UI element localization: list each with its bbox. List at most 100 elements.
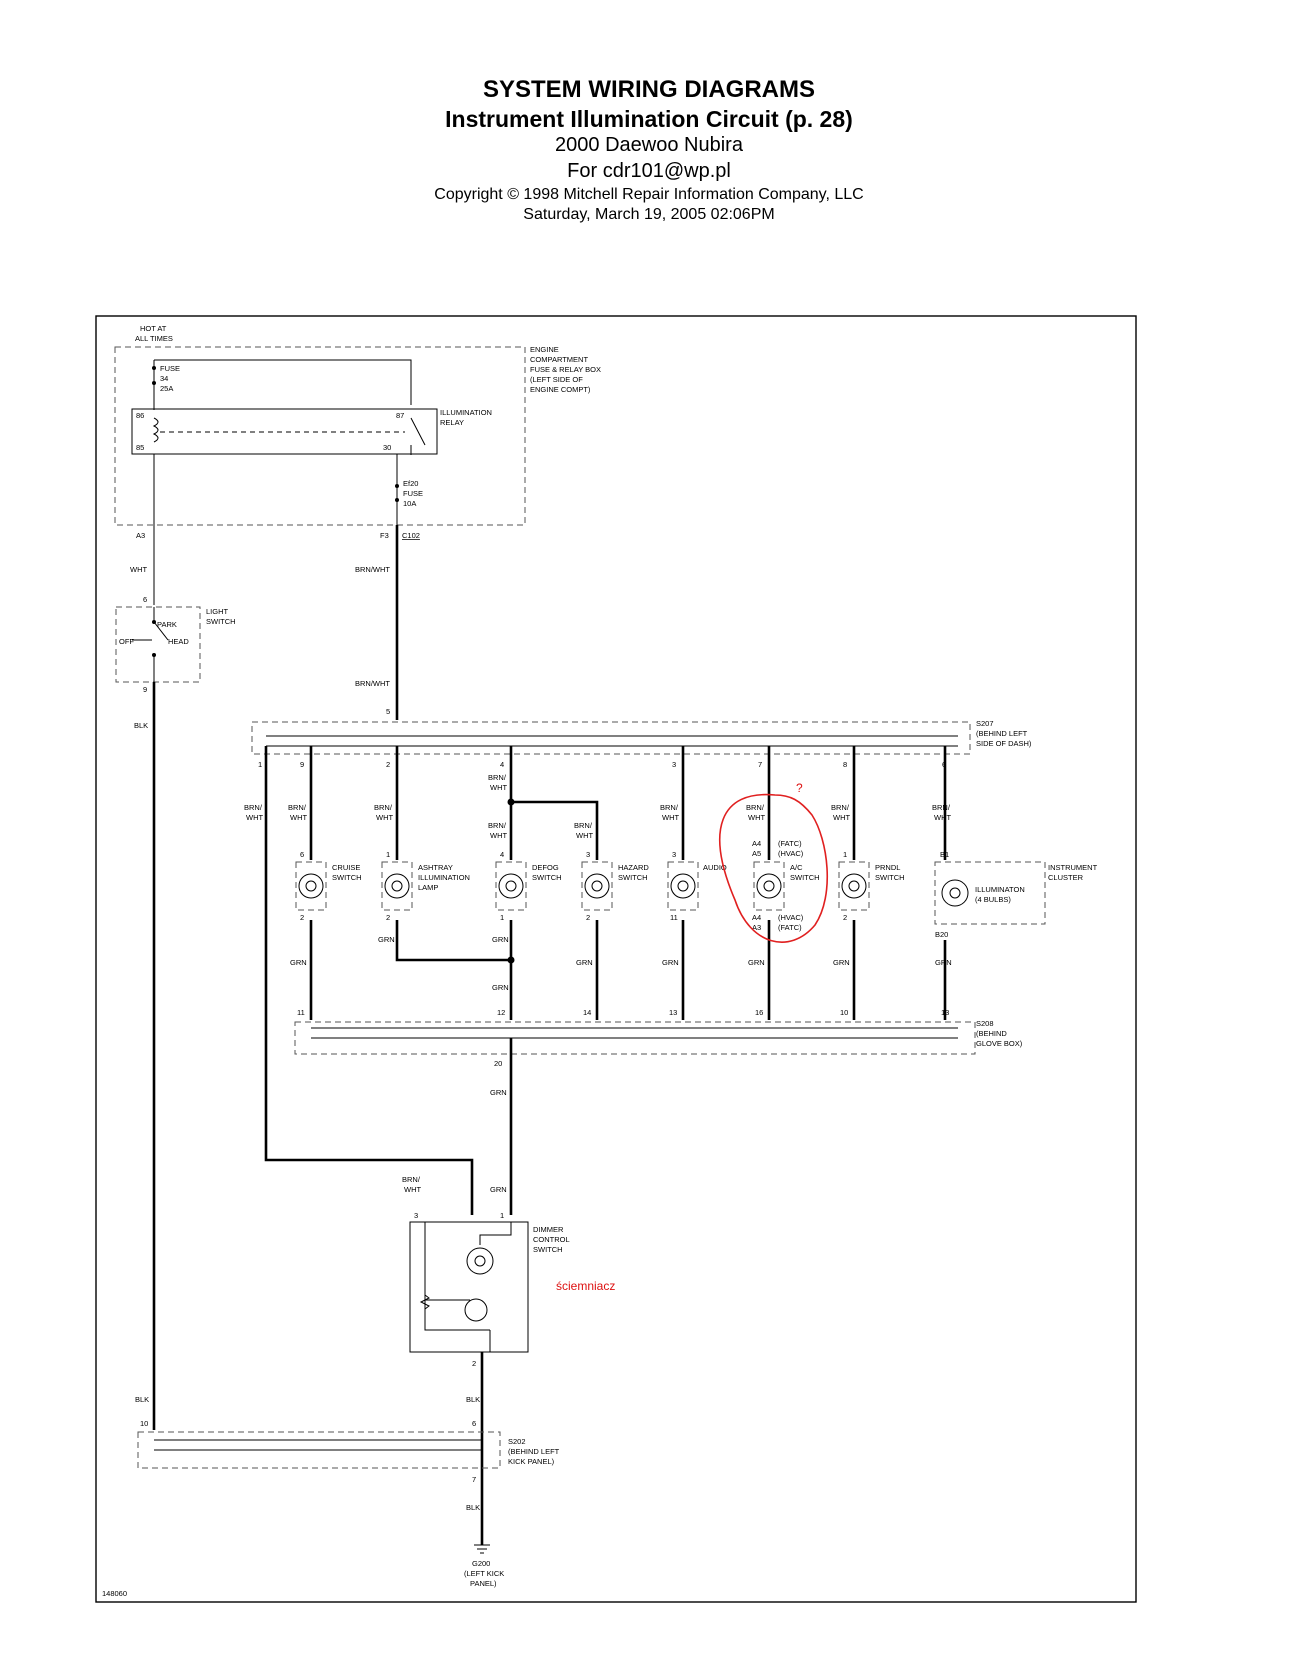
svg-text:SWITCH: SWITCH: [618, 873, 648, 882]
svg-text:WHT: WHT: [833, 813, 850, 822]
ef20-fuse-label: Ef20 FUSE 10A: [403, 479, 423, 508]
svg-text:1: 1: [500, 913, 504, 922]
svg-text:ASHTRAY: ASHTRAY: [418, 863, 453, 872]
off-label: OFF: [119, 637, 134, 646]
svg-text:2: 2: [386, 760, 390, 769]
svg-text:SIDE OF DASH): SIDE OF DASH): [976, 739, 1032, 748]
conn-a3: A3: [136, 531, 145, 540]
conn-f3: F3: [380, 531, 389, 540]
s207-label: S207 (BEHIND LEFT SIDE OF DASH): [976, 719, 1032, 748]
all-times-label: ALL TIMES: [135, 334, 173, 343]
top-wire-labels: BRN/WHT BRN/WHT BRN/WHT BRN/WHT BRN/WHT …: [244, 773, 951, 840]
svg-text:FUSE & RELAY BOX: FUSE & RELAY BOX: [530, 365, 601, 374]
svg-text:BRN/: BRN/: [574, 821, 593, 830]
svg-text:SWITCH: SWITCH: [532, 873, 562, 882]
svg-text:WHT: WHT: [246, 813, 263, 822]
svg-text:(BEHIND: (BEHIND: [976, 1029, 1007, 1038]
svg-text:Ef20: Ef20: [403, 479, 418, 488]
wire-wht-label: WHT: [130, 565, 147, 574]
grn-trunk-label-2: GRN: [490, 1185, 507, 1194]
svg-text:12: 12: [497, 1008, 505, 1017]
svg-text:25A: 25A: [160, 384, 173, 393]
audio-unit: 311 AUDIO: [667, 850, 727, 922]
svg-text:GLOVE BOX): GLOVE BOX): [976, 1039, 1023, 1048]
svg-text:1: 1: [258, 760, 262, 769]
svg-text:8: 8: [843, 760, 847, 769]
svg-text:FUSE: FUSE: [160, 364, 180, 373]
svg-text:11: 11: [297, 1008, 305, 1017]
svg-text:2: 2: [843, 913, 847, 922]
hot-at-label: HOT AT: [140, 324, 167, 333]
svg-text:ILLUMINATON: ILLUMINATON: [975, 885, 1025, 894]
svg-text:9: 9: [143, 685, 147, 694]
svg-text:7: 7: [758, 760, 762, 769]
svg-text:3: 3: [672, 850, 676, 859]
wire-brnwht-label-1: BRN/WHT: [355, 565, 390, 574]
svg-text:CLUSTER: CLUSTER: [1048, 873, 1084, 882]
svg-text:PANEL): PANEL): [470, 1579, 497, 1588]
svg-text:SWITCH: SWITCH: [790, 873, 820, 882]
dimmer-blk-label: BLK: [466, 1395, 480, 1404]
svg-text:PRNDL: PRNDL: [875, 863, 900, 872]
svg-text:G200: G200: [472, 1559, 490, 1568]
illumination-relay: [131, 408, 438, 455]
svg-text:BRN/: BRN/: [288, 803, 307, 812]
dimmer-control-switch: DIMMER CONTROL SWITCH: [409, 1221, 570, 1353]
svg-text:GRN: GRN: [576, 958, 593, 967]
svg-text:?: ?: [796, 781, 803, 795]
s202-splice: [137, 1431, 501, 1469]
svg-text:S208: S208: [976, 1019, 994, 1028]
svg-text:WHT: WHT: [290, 813, 307, 822]
svg-text:5: 5: [386, 707, 390, 716]
svg-text:WHT: WHT: [748, 813, 765, 822]
svg-text:13: 13: [669, 1008, 677, 1017]
svg-text:GRN: GRN: [492, 983, 509, 992]
svg-text:LAMP: LAMP: [418, 883, 438, 892]
svg-text:20: 20: [494, 1059, 502, 1068]
svg-text:6: 6: [472, 1419, 476, 1428]
svg-text:RELAY: RELAY: [440, 418, 464, 427]
wire-blk-label: BLK: [134, 721, 148, 730]
page-subtitle: Instrument Illumination Circuit (p. 28): [445, 106, 853, 132]
svg-text:2: 2: [386, 913, 390, 922]
svg-text:(LEFT KICK: (LEFT KICK: [464, 1569, 504, 1578]
svg-text:GRN: GRN: [833, 958, 850, 967]
svg-text:3: 3: [672, 760, 676, 769]
svg-text:(FATC): (FATC): [778, 839, 802, 848]
svg-text:87: 87: [396, 411, 404, 420]
grn-trunk-label-1: GRN: [490, 1088, 507, 1097]
ground-g200: G200 (LEFT KICK PANEL): [464, 1544, 504, 1588]
s202-label: S202 (BEHIND LEFT KICK PANEL): [508, 1437, 560, 1466]
svg-text:ILLUMINATION: ILLUMINATION: [440, 408, 492, 417]
engine-box-label: ENGINE COMPARTMENT FUSE & RELAY BOX (LEF…: [530, 345, 601, 394]
svg-text:A3: A3: [752, 923, 761, 932]
park-label: PARK: [157, 620, 177, 629]
svg-text:B20: B20: [935, 930, 948, 939]
svg-text:2: 2: [300, 913, 304, 922]
figure-id: 148060: [102, 1589, 127, 1598]
svg-text:DEFOG: DEFOG: [532, 863, 559, 872]
relay-coil: [152, 417, 159, 443]
svg-text:LIGHT: LIGHT: [206, 607, 229, 616]
relay-contact: [410, 417, 426, 455]
svg-text:(LEFT SIDE OF: (LEFT SIDE OF: [530, 375, 583, 384]
svg-text:WHT: WHT: [490, 783, 507, 792]
copyright-label: Copyright © 1998 Mitchell Repair Informa…: [434, 186, 864, 203]
light-switch: [115, 606, 201, 683]
svg-text:KICK PANEL): KICK PANEL): [508, 1457, 555, 1466]
svg-text:DIMMER: DIMMER: [533, 1225, 564, 1234]
svg-text:WHT: WHT: [376, 813, 393, 822]
svg-text:ILLUMINATION: ILLUMINATION: [418, 873, 470, 882]
svg-text:1: 1: [500, 1211, 504, 1220]
svg-text:1: 1: [843, 850, 847, 859]
svg-text:WHT: WHT: [662, 813, 679, 822]
svg-text:11: 11: [670, 913, 678, 922]
svg-text:BRN/: BRN/: [244, 803, 263, 812]
s207-splice: [251, 721, 971, 755]
user-label: For cdr101@wp.pl: [567, 160, 731, 182]
engine-fuse-box: [114, 346, 526, 526]
